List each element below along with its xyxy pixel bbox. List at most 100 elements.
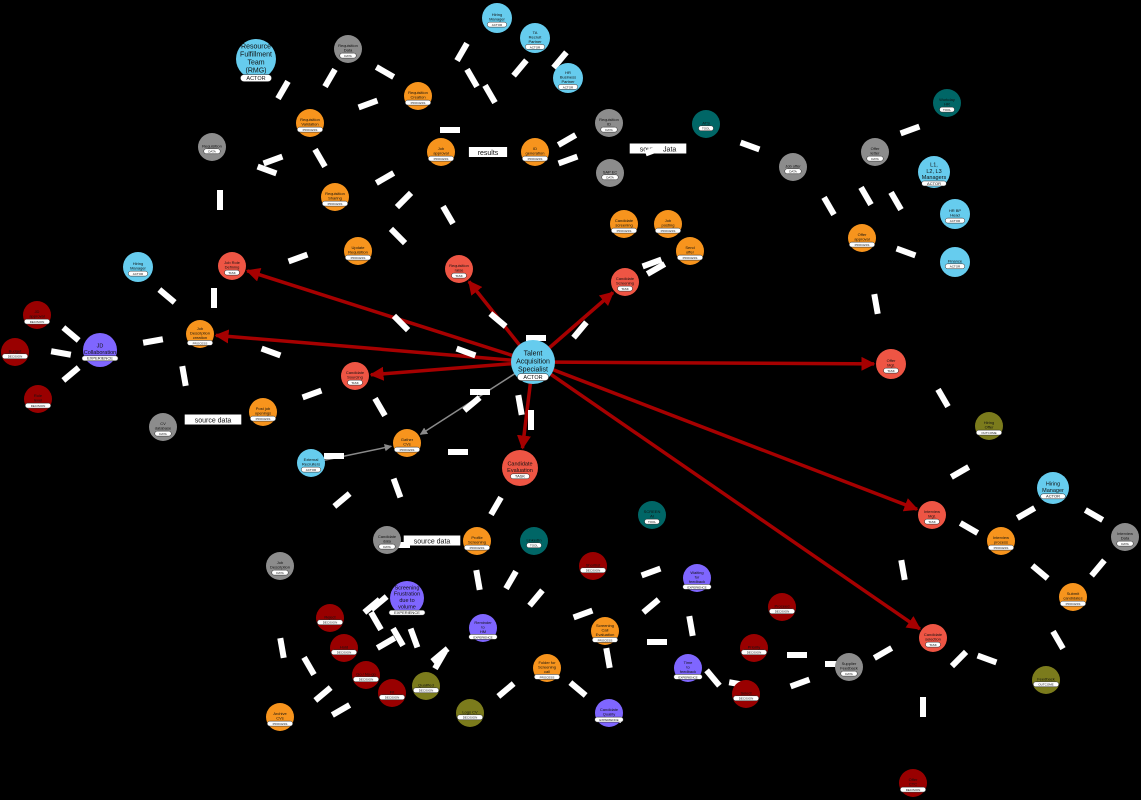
node-label: Candidate <box>346 370 365 375</box>
node-label: Folder for <box>538 660 556 665</box>
edge-label-chip <box>142 336 164 346</box>
node-circle[interactable] <box>198 133 226 161</box>
node-label: Job <box>197 326 204 331</box>
edge-label-chip <box>430 646 450 664</box>
node-type-badge <box>388 609 426 616</box>
node-circle[interactable] <box>918 156 950 188</box>
node-circle[interactable] <box>940 247 970 277</box>
node-circle[interactable] <box>779 153 807 181</box>
node-circle[interactable] <box>692 110 720 138</box>
node-label: CVs <box>403 442 411 447</box>
node-label: Recruiters <box>302 462 320 467</box>
node-circle[interactable] <box>596 159 624 187</box>
node-circle[interactable] <box>511 340 555 384</box>
node-circle[interactable] <box>236 39 276 79</box>
node-label: feedback <box>680 669 696 674</box>
node-label: Hiring <box>492 12 502 17</box>
node-type-badge-text: DATA <box>605 128 613 132</box>
node-label: External <box>304 457 319 462</box>
node-label: Candidate <box>507 462 532 468</box>
edge-label-chip <box>571 320 589 340</box>
edge-label-chip <box>515 394 525 416</box>
node-circle[interactable] <box>520 527 548 555</box>
node-circle[interactable] <box>390 581 424 615</box>
